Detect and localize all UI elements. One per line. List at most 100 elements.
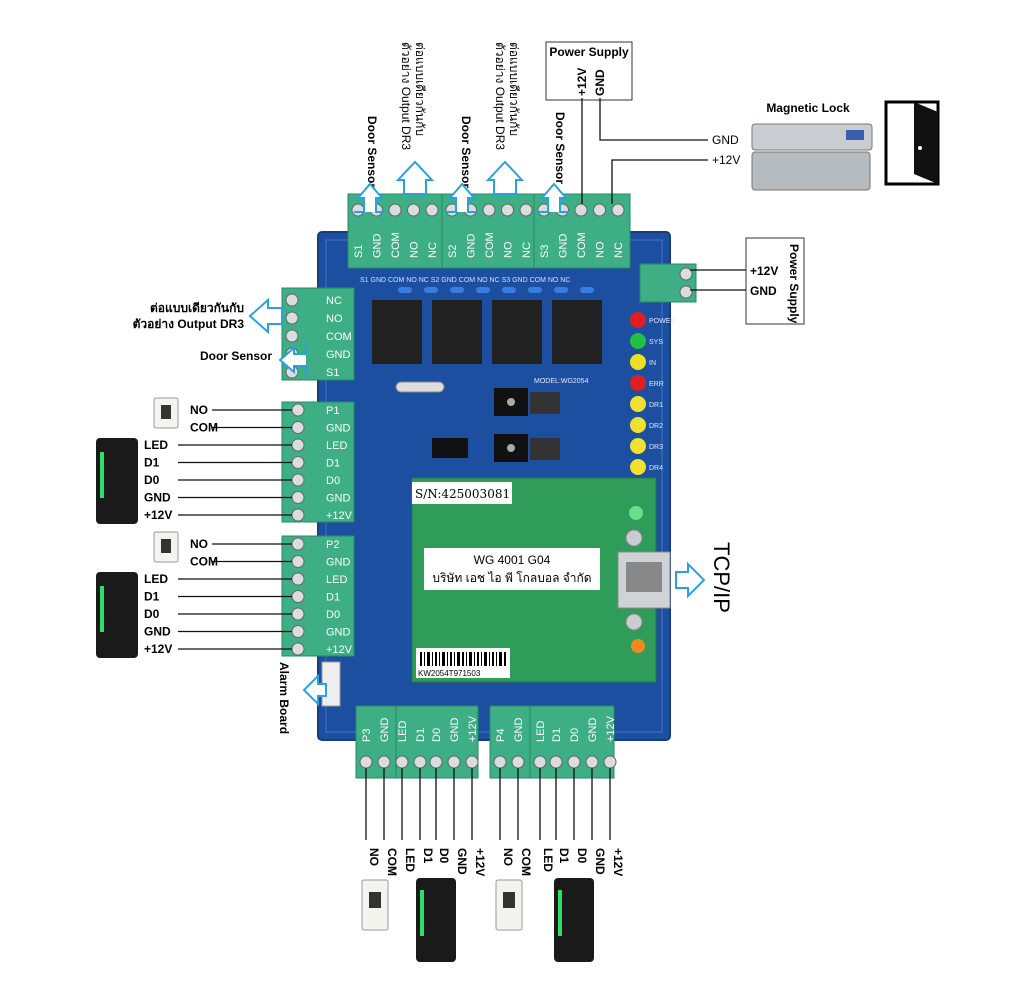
wire-label: D0 bbox=[144, 607, 160, 621]
power-supply-top-12v: +12V bbox=[575, 68, 589, 96]
terminal-label: D1 bbox=[551, 728, 563, 742]
terminal-label: GND bbox=[372, 234, 384, 259]
terminal-screw bbox=[574, 203, 588, 217]
terminal-label: S1 bbox=[326, 367, 339, 379]
card-reader-icon bbox=[554, 878, 594, 962]
terminal-screw bbox=[291, 421, 305, 434]
terminal-label: S3 bbox=[539, 245, 551, 258]
terminal-label: COM bbox=[576, 232, 588, 258]
card-reader-icon bbox=[416, 878, 456, 962]
power-supply-right-title: Power Supply bbox=[787, 244, 801, 324]
top-silkscreen: S1 GND COM NO NC S2 GND COM NO NC S3 GND… bbox=[360, 277, 570, 284]
top-door-sensor-3: Door Sensor bbox=[553, 112, 567, 184]
terminal-label: NC bbox=[326, 295, 342, 307]
status-led bbox=[630, 312, 646, 328]
card-reader-icon bbox=[96, 438, 138, 524]
alarm-board-arrow bbox=[302, 673, 327, 707]
terminal-screw bbox=[388, 203, 402, 217]
terminal-screw bbox=[533, 755, 547, 769]
terminal-screw bbox=[285, 329, 299, 343]
tcpip-arrow bbox=[675, 561, 706, 599]
terminal-screw bbox=[447, 755, 461, 769]
terminal-screw bbox=[291, 508, 305, 522]
wire-label: D1 bbox=[421, 848, 435, 864]
top-relay-note-2-l1: ต่อแบบเดียวกันกับ bbox=[507, 42, 521, 136]
status-led-label: ERR bbox=[649, 381, 664, 388]
terminal-screw bbox=[291, 473, 305, 487]
up-arrows bbox=[354, 160, 570, 213]
status-led-label: IN bbox=[649, 360, 656, 367]
module-label-box bbox=[424, 548, 600, 590]
terminal-screw bbox=[611, 203, 625, 217]
tcpip-label: TCP/IP bbox=[709, 542, 734, 613]
wire-label: D1 bbox=[144, 590, 160, 604]
ic-chip bbox=[432, 438, 468, 458]
power-supply-right-gnd: GND bbox=[750, 284, 777, 298]
door-icon bbox=[884, 100, 940, 186]
terminal-label: NO bbox=[409, 241, 421, 258]
terminal-screw bbox=[519, 203, 533, 217]
terminal-label: GND bbox=[513, 718, 525, 743]
status-led bbox=[630, 459, 646, 475]
wire-label: GND bbox=[144, 625, 171, 639]
terminal-label: LED bbox=[535, 721, 547, 742]
wire-label: +12V bbox=[473, 848, 487, 876]
wire-label: LED bbox=[144, 572, 168, 586]
wire-label: D0 bbox=[144, 473, 160, 487]
terminal-screw bbox=[377, 755, 391, 769]
wire-label: NO bbox=[190, 537, 208, 551]
terminal-label: LED bbox=[397, 721, 409, 742]
terminal-label: D0 bbox=[431, 728, 443, 742]
terminal-screw bbox=[285, 311, 299, 325]
top-door-sensor-2: Door Sensor bbox=[459, 116, 473, 188]
wire-label: +12V bbox=[144, 642, 172, 656]
power-supply-right-12v: +12V bbox=[750, 264, 778, 278]
terminal-label: P2 bbox=[326, 539, 339, 551]
module-label-line1: WG 4001 G04 bbox=[474, 553, 551, 567]
terminal-screw bbox=[351, 203, 365, 217]
terminal-label: D0 bbox=[326, 475, 340, 487]
left-relay-note-l1: ต่อแบบเดียวกันกับ bbox=[150, 301, 244, 315]
terminal-screw bbox=[407, 203, 420, 217]
resistor bbox=[395, 381, 445, 393]
terminal-label: GND bbox=[326, 557, 351, 569]
terminal-label: NC bbox=[427, 242, 439, 258]
terminal-label: GND bbox=[449, 718, 461, 743]
exit-button-icon bbox=[361, 879, 389, 931]
terminal-label: +12V bbox=[605, 715, 617, 742]
terminal-label: NO bbox=[503, 241, 515, 258]
wire-label: LED bbox=[541, 848, 555, 872]
barcode-text: KW2054T971503 bbox=[418, 669, 481, 678]
terminal-screw bbox=[585, 755, 599, 769]
terminal-label: +12V bbox=[326, 644, 353, 656]
terminal-label: COM bbox=[326, 331, 352, 343]
terminal-label: GND bbox=[326, 627, 351, 639]
status-led bbox=[630, 333, 646, 349]
terminal-label: P1 bbox=[326, 405, 339, 417]
relays bbox=[372, 300, 602, 364]
terminal-screw bbox=[511, 755, 525, 769]
terminal-screw bbox=[291, 607, 305, 621]
status-led-label: SYS bbox=[649, 339, 663, 346]
terminal-label: LED bbox=[326, 440, 347, 452]
wire-label: D0 bbox=[575, 848, 589, 864]
wire-label: COM bbox=[519, 848, 533, 876]
terminal-label: GND bbox=[326, 349, 351, 361]
terminal-screw bbox=[291, 590, 305, 603]
terminal-label: COM bbox=[484, 232, 496, 258]
card-reader-icon bbox=[96, 572, 138, 658]
terminal-screw bbox=[593, 203, 606, 217]
maglock-gnd-label: GND bbox=[712, 133, 739, 147]
power-supply-top-gnd: GND bbox=[593, 69, 607, 96]
terminal-label: +12V bbox=[326, 510, 353, 522]
terminal-label: GND bbox=[587, 718, 599, 743]
left-relay-note-l2: ตัวอย่าง Output DR3 bbox=[133, 317, 245, 331]
wire-label: +12V bbox=[144, 508, 172, 522]
terminal-label: P3 bbox=[361, 729, 373, 742]
terminal-screw bbox=[291, 491, 305, 504]
terminal-label: D1 bbox=[415, 728, 427, 742]
